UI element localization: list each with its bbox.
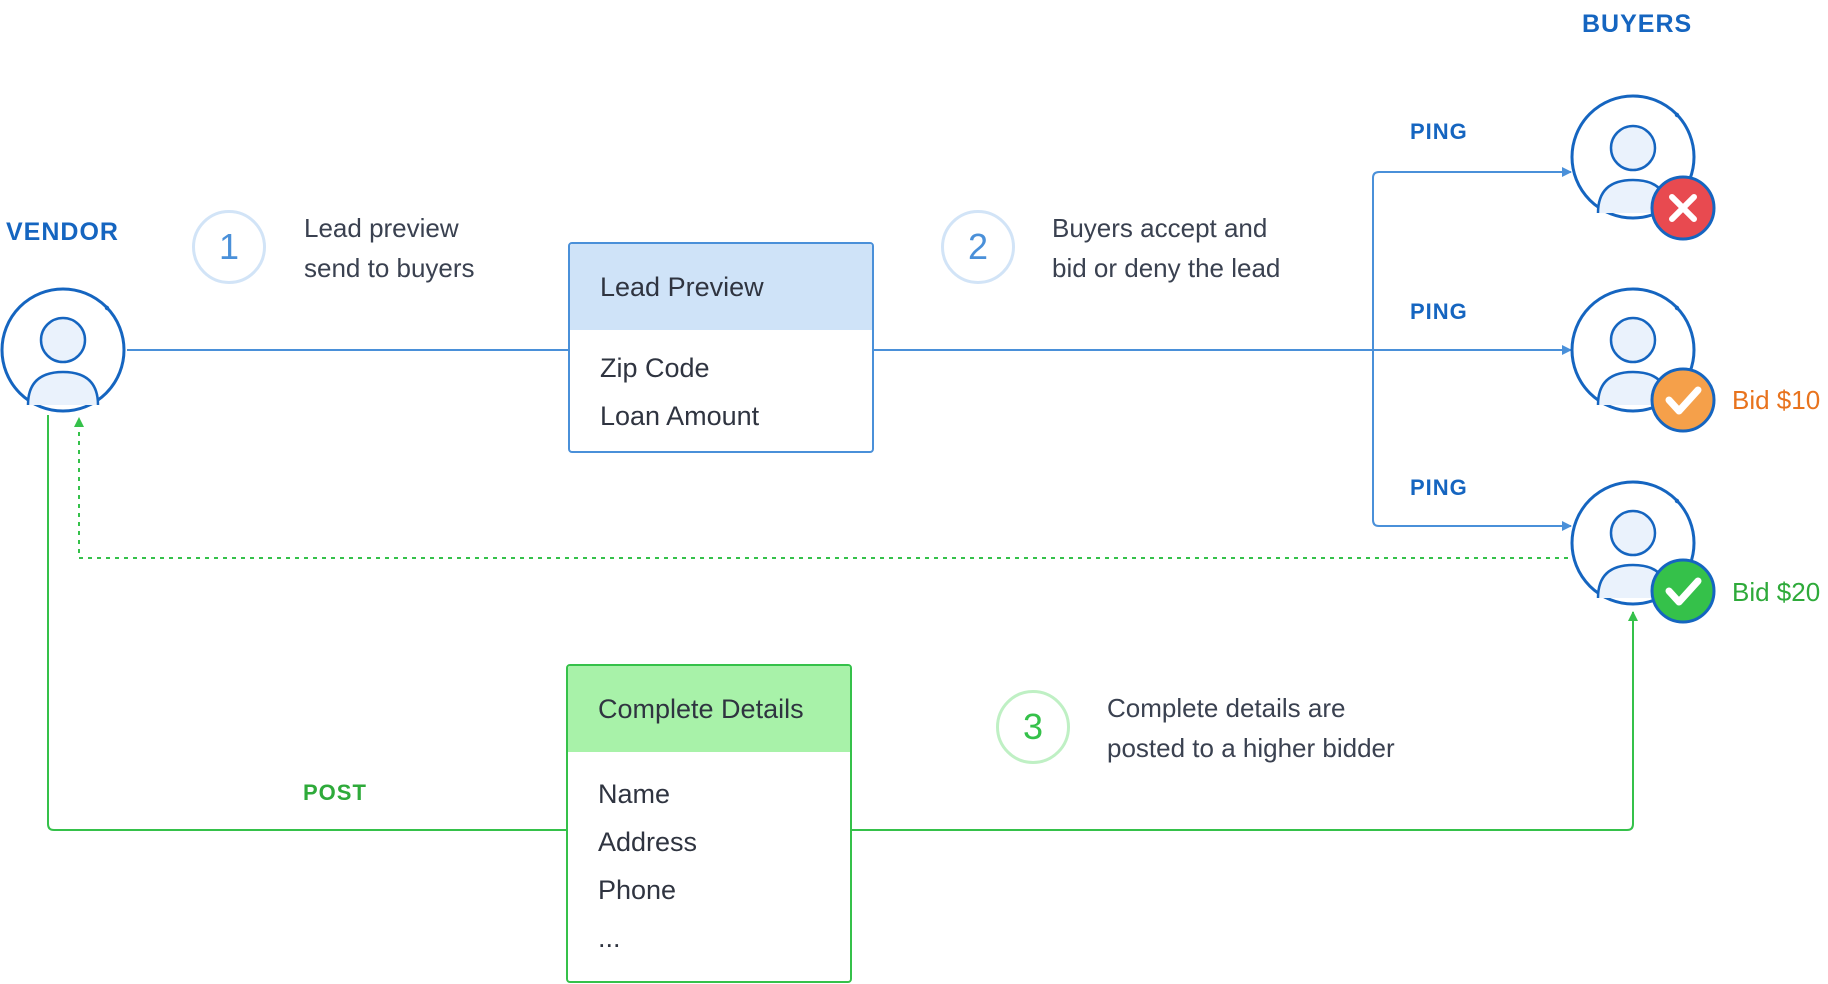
lead-preview-card: Lead Preview Zip Code Loan Amount [568, 242, 874, 453]
complete-details-field: Name [598, 779, 671, 809]
post-line [47, 415, 566, 831]
ping-trunk-vertical [1372, 178, 1572, 531]
buyer-avatar-2 [1570, 287, 1696, 413]
ping-trunk-line [1372, 167, 1572, 179]
complete-details-field: ... [598, 923, 621, 953]
complete-details-title: Complete Details [568, 666, 850, 752]
denied-badge-icon [1650, 175, 1716, 241]
return-dotted-line [74, 417, 1568, 559]
step-3-description: Complete details are posted to a higher … [1107, 688, 1395, 768]
ping-label-1: PING [1410, 119, 1468, 144]
buyer-2-bid: Bid $10 [1732, 385, 1821, 415]
accepted-check-badge-icon [1650, 558, 1716, 624]
step-3-line-1: Complete details are [1107, 693, 1346, 723]
step-1-line-1: Lead preview [304, 213, 459, 243]
ping-label-2: PING [1410, 299, 1468, 324]
lead-preview-field: Zip Code [600, 353, 710, 383]
lead-preview-title: Lead Preview [570, 244, 872, 330]
post-label: POST [303, 780, 367, 805]
step-2-line-2: bid or deny the lead [1052, 253, 1281, 283]
step-3-line-2: posted to a higher bidder [1107, 733, 1395, 763]
step-2-description: Buyers accept and bid or deny the lead [1052, 208, 1280, 288]
lead-preview-field: Loan Amount [600, 401, 760, 431]
complete-details-field: Address [598, 827, 698, 857]
buyers-label: BUYERS [1582, 10, 1693, 38]
step-1-number: 1 [192, 210, 266, 284]
step-2-number: 2 [941, 210, 1015, 284]
complete-details-field: Phone [598, 875, 677, 905]
post-to-buyer-line [850, 611, 1638, 831]
step-2-line-1: Buyers accept and [1052, 213, 1268, 243]
step-1-description: Lead preview send to buyers [304, 208, 475, 288]
lead-preview-fields: Zip Code Loan Amount [570, 330, 872, 440]
step-1-line-2: send to buyers [304, 253, 475, 283]
vendor-avatar [0, 287, 126, 413]
vendor-label: VENDOR [6, 218, 119, 246]
step-3-number: 3 [996, 690, 1070, 764]
complete-details-card: Complete Details Name Address Phone ... [566, 664, 852, 983]
buyer-3-bid: Bid $20 [1732, 577, 1821, 607]
complete-details-fields: Name Address Phone ... [568, 752, 850, 962]
bid-check-badge-icon [1650, 367, 1716, 433]
ping-label-3: PING [1410, 475, 1468, 500]
